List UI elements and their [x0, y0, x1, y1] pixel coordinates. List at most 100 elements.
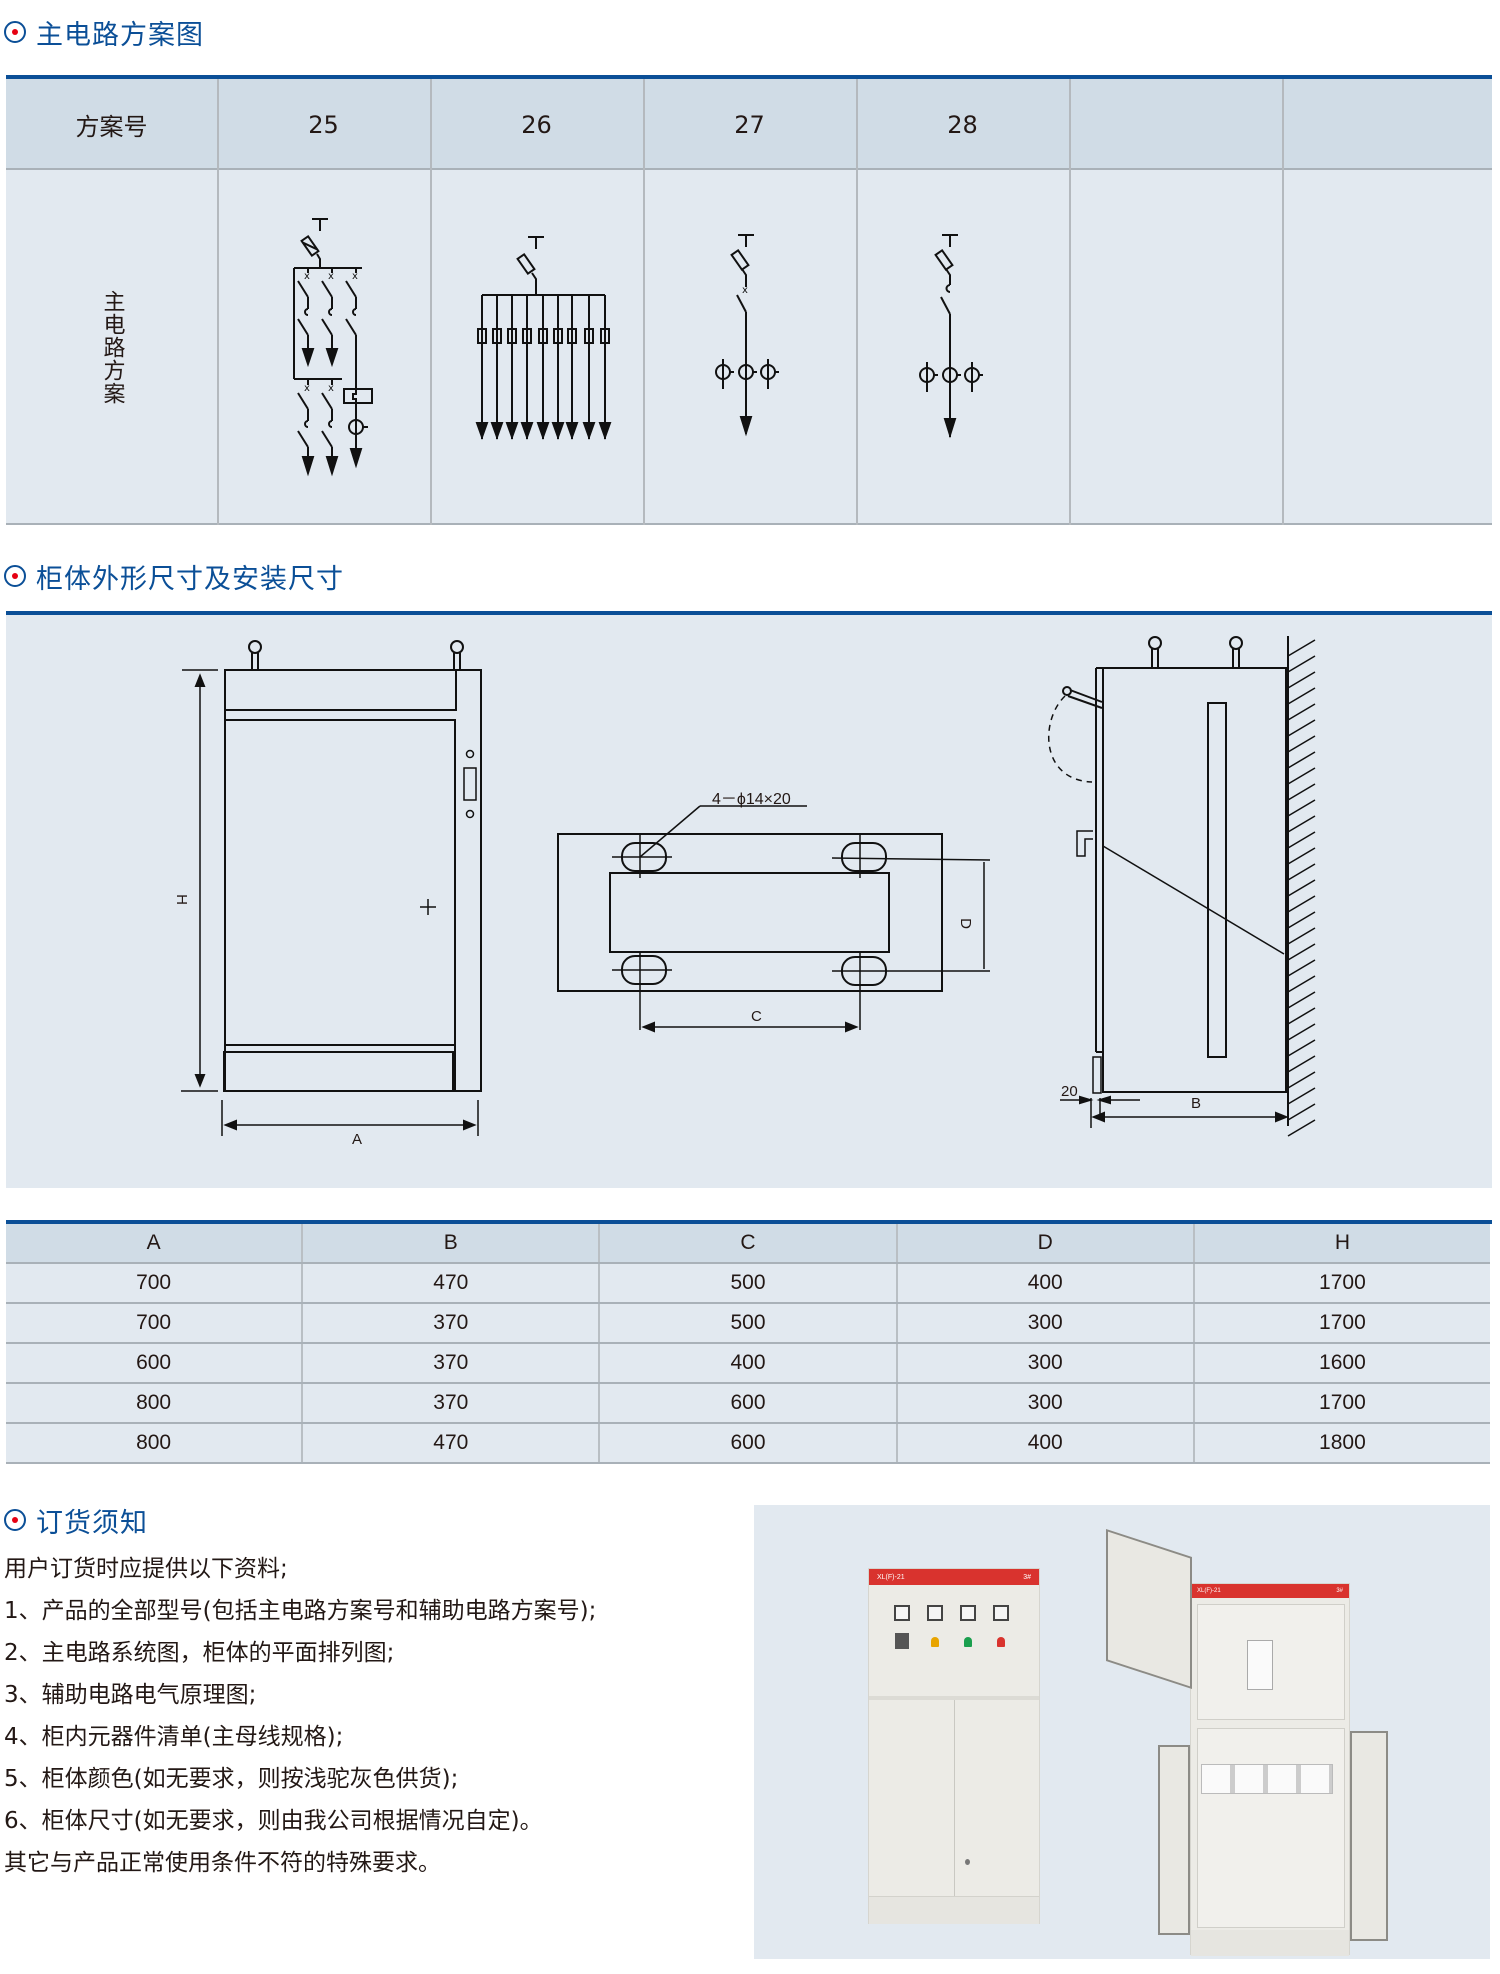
col-divider [430, 79, 432, 525]
arrow-down-icon [520, 422, 534, 440]
section-title-text: 柜体外形尺寸及安装尺寸 [36, 563, 344, 595]
table-cell: 370 [303, 1304, 601, 1342]
product-photo: XL(F)-21 3# XL(F)-21 3# [754, 1505, 1490, 1959]
hatch-line [1287, 671, 1316, 689]
hatch-line [1287, 975, 1316, 993]
hatch-line [1287, 1007, 1316, 1025]
hatch-line [1287, 927, 1316, 945]
arrow-down-icon [536, 422, 550, 440]
table-row: 600 370 400 300 1600 [6, 1344, 1490, 1384]
scheme-row-label-text: 主电路方案 [99, 290, 125, 405]
feeder-branch [598, 295, 612, 440]
cabinet-interior-lower [1197, 1728, 1345, 1928]
mounting-hole-icon [612, 834, 672, 878]
meter-icon [927, 1605, 943, 1621]
col-divider [217, 79, 219, 525]
hatch-line [1287, 879, 1316, 897]
dim-label-c: C [751, 1008, 762, 1025]
ground-symbol-icon [738, 234, 754, 247]
note-line: 4、柜内元器件清单(主母线规格); [4, 1724, 344, 1750]
note-line: 用户订货时应提供以下资料; [4, 1556, 288, 1582]
panel-seam [869, 1696, 1039, 1700]
section-title-text: 主电路方案图 [36, 19, 204, 51]
cabinet-plinth [1191, 1930, 1349, 1956]
note-line: 1、产品的全部型号(包括主电路方案号和辅助电路方案号); [4, 1598, 597, 1624]
meter-icon [960, 1605, 976, 1621]
hatch-line [1287, 719, 1316, 737]
col-divider [1069, 79, 1071, 525]
hatch-line [1287, 1119, 1316, 1137]
hatch-line [1287, 655, 1316, 673]
table-cell: 470 [303, 1424, 601, 1462]
table-row: 800 370 600 300 1700 [6, 1384, 1490, 1424]
fuse-icon [553, 328, 563, 344]
table-cell: 300 [898, 1304, 1195, 1342]
selector-switch-icon [895, 1633, 909, 1649]
hatch-line [1287, 959, 1316, 977]
divider-bar [6, 611, 1492, 615]
feeder-branch [582, 295, 596, 440]
table-row: 700 370 500 300 1700 [6, 1304, 1490, 1344]
scheme-number-25: 25 [308, 110, 339, 139]
table-cell: 400 [898, 1424, 1195, 1462]
dimension-table-header: A B C D H [6, 1224, 1490, 1264]
fuse-icon [584, 328, 594, 344]
ground-symbol-icon [942, 234, 958, 247]
ordering-notes: 用户订货时应提供以下资料; 1、产品的全部型号(包括主电路方案号和辅助电路方案号… [4, 1548, 744, 1884]
bullet-target-icon [4, 1509, 26, 1531]
hatch-line [1287, 815, 1316, 833]
door-lock-icon [965, 1859, 970, 1865]
table-cell: 700 [6, 1264, 304, 1302]
arrow-down-icon [582, 422, 596, 440]
cabinet-open-image: XL(F)-21 3# [1190, 1583, 1350, 1956]
hatch-line [1287, 911, 1316, 929]
hatch-line [1287, 943, 1316, 961]
note-line: 5、柜体颜色(如无要求，则按浅驼灰色供货); [4, 1766, 459, 1792]
table-cell: 800 [6, 1424, 304, 1462]
hatch-line [1287, 639, 1316, 657]
fuse-icon [538, 328, 548, 344]
table-cell: 400 [898, 1264, 1195, 1302]
col-divider [856, 79, 858, 525]
divider-bar [6, 1220, 1492, 1224]
column-header-a: A [6, 1224, 304, 1262]
scheme-number-empty-1 [1069, 79, 1282, 170]
arrow-down-icon [475, 422, 489, 440]
hatch-line [1287, 1039, 1316, 1057]
circuit-diagram-25: x x x x x [293, 218, 373, 477]
cabinet-model-text: XL(F)-21 [1197, 1588, 1221, 1594]
hatch-line [1287, 1055, 1316, 1073]
hatch-line [1287, 847, 1316, 865]
side-view-drawing [1048, 636, 1316, 1137]
hatch-line [1287, 831, 1316, 849]
indicator-light-green-icon [964, 1637, 972, 1647]
feeder-branch [520, 295, 534, 440]
column-header-b: B [303, 1224, 601, 1262]
cabinet-red-label: XL(F)-21 3# [1191, 1584, 1349, 1598]
hole-spec-label: 4－ϕ14×20 [712, 791, 791, 808]
mounting-hole-icon [612, 952, 672, 1030]
section-title-text: 订货须知 [36, 1507, 148, 1539]
svg-text:x: x [742, 285, 748, 296]
arrow-down-icon [490, 422, 504, 440]
scheme-diagram-row: 主电路方案 [6, 170, 1492, 525]
table-row: 700 470 500 400 1700 [6, 1264, 1490, 1304]
table-cell: 1800 [1319, 1431, 1366, 1454]
feeder-branch [505, 295, 519, 440]
svg-text:x: x [304, 383, 310, 394]
table-cell: 500 [600, 1304, 898, 1342]
door-seam [954, 1700, 955, 1896]
arrow-down-icon [565, 422, 579, 440]
column-header-h: H [1334, 1231, 1350, 1254]
feeder-branch [536, 295, 550, 440]
circuit-breaker-row-icon [1201, 1764, 1333, 1794]
dim-label-d: D [956, 918, 974, 929]
cabinet-red-label: XL(F)-21 3# [869, 1569, 1039, 1585]
meter-icon [894, 1605, 910, 1621]
open-door-lower-right [1350, 1731, 1388, 1941]
dim-label-20: 20 [1061, 1083, 1078, 1100]
fuse-icon [516, 252, 536, 276]
fuse-icon [600, 328, 610, 344]
section-title-ordering: 订货须知 [4, 1502, 148, 1539]
meter-icon [993, 1605, 1009, 1621]
